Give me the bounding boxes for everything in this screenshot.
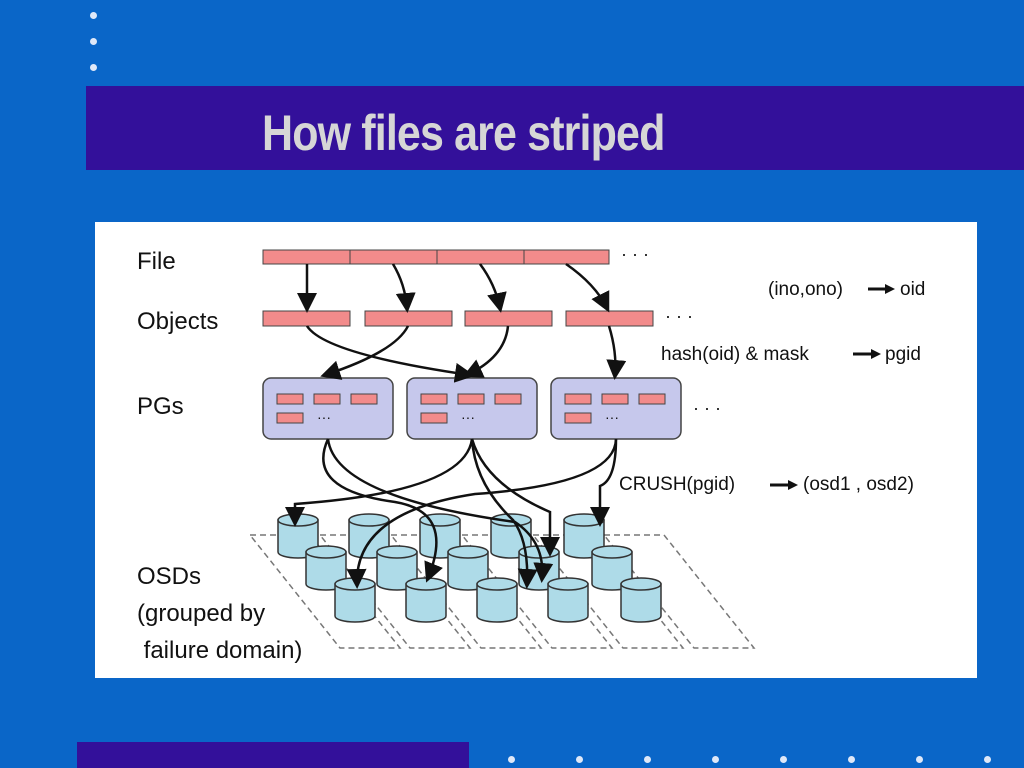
annotation-object-to-pg-result: pgid (885, 344, 921, 365)
row-label-osds: OSDs (137, 563, 201, 590)
annotation-pg-to-osd-result: (osd1 , osd2) (803, 474, 914, 495)
pg-box: ··· (406, 377, 538, 440)
annotation-object-to-pg: hash(oid) & mask (661, 344, 809, 365)
object-segment (364, 310, 453, 327)
pg-ellipsis: ··· (605, 409, 619, 425)
pg-row-ellipsis: · · · (693, 398, 721, 418)
striping-diagram: File Objects PGs OSDs (grouped by failur… (137, 244, 925, 664)
decor-dot (984, 756, 991, 763)
osd-cylinder (547, 577, 589, 623)
file-segment (523, 249, 610, 265)
file-ellipsis: · · · (621, 244, 649, 264)
decor-dot (644, 756, 651, 763)
title-bar: How files are striped (86, 86, 1024, 170)
file-segment (262, 249, 351, 265)
decor-dot (90, 38, 97, 45)
file-segment (349, 249, 438, 265)
row-label-osds-line2: (grouped by (137, 600, 265, 627)
row-label-osds-line3: failure domain) (137, 637, 302, 664)
slide-title: How files are striped (262, 105, 665, 161)
osd-cylinder (447, 545, 489, 591)
file-segment (436, 249, 525, 265)
footer-bar (77, 742, 469, 768)
object-segment (464, 310, 553, 327)
osd-cylinder (334, 577, 376, 623)
right-arrow-icon (868, 284, 895, 294)
pg-box: ··· (262, 377, 394, 440)
osd-cylinder (620, 577, 662, 623)
right-arrow-icon (853, 349, 881, 359)
decor-dot (780, 756, 787, 763)
annotation-file-to-object-result: oid (900, 279, 925, 300)
decor-dot (90, 64, 97, 71)
object-to-pg-arrows (305, 325, 627, 383)
row-label-file: File (137, 248, 176, 275)
object-ellipsis: · · · (665, 306, 693, 326)
decor-dot (576, 756, 583, 763)
pg-ellipsis: ··· (317, 409, 331, 425)
file-to-object-arrows (297, 262, 610, 313)
osd-cylinder (376, 545, 418, 591)
decor-dot (712, 756, 719, 763)
pg-box: ··· (550, 377, 682, 440)
annotation-pg-to-osd: CRUSH(pgid) (619, 474, 735, 495)
row-label-pgs: PGs (137, 393, 184, 420)
osd-cylinder (591, 545, 633, 591)
right-arrow-icon (770, 480, 798, 490)
annotation-file-to-object: (ino,ono) (768, 279, 843, 300)
decor-dot (90, 12, 97, 19)
decor-dot (508, 756, 515, 763)
object-segment (262, 310, 351, 327)
decor-dot (916, 756, 923, 763)
osd-cylinders (277, 513, 662, 623)
object-segment (565, 310, 654, 327)
pg-ellipsis: ··· (461, 409, 475, 425)
pg-to-osd-arrows (285, 438, 618, 589)
osd-cylinder (476, 577, 518, 623)
decor-dot (848, 756, 855, 763)
osd-cylinder (405, 577, 447, 623)
diagram-panel: File Objects PGs OSDs (grouped by failur… (95, 222, 977, 678)
osd-cylinder (419, 513, 461, 559)
osd-cylinder (305, 545, 347, 591)
row-label-objects: Objects (137, 308, 218, 335)
